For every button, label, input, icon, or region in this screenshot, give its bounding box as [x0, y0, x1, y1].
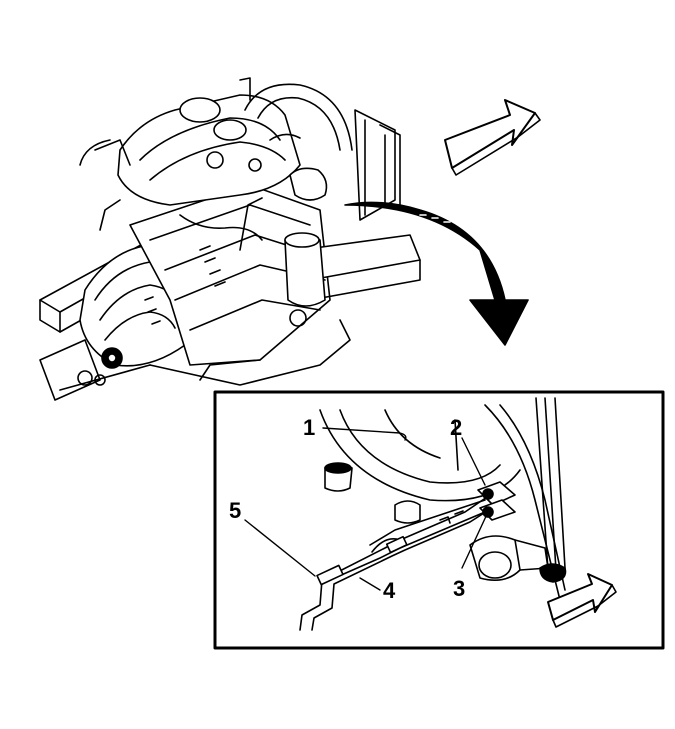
detail-inset-frame	[213, 390, 665, 650]
engine-assembly	[39, 77, 421, 401]
callout-label-2: 2	[450, 415, 463, 440]
front-direction-arrow-top	[444, 99, 541, 176]
rotation-arrow	[344, 201, 529, 346]
callout-label-5: 5	[229, 498, 242, 523]
callout-label-4: 4	[383, 578, 396, 603]
callout-label-3: 3	[453, 576, 466, 601]
detail-inset-drawing	[299, 397, 567, 631]
front-direction-arrow-inset	[547, 573, 617, 628]
callout-label-1: 1	[303, 415, 316, 440]
callout-leader-lines	[244, 427, 489, 591]
